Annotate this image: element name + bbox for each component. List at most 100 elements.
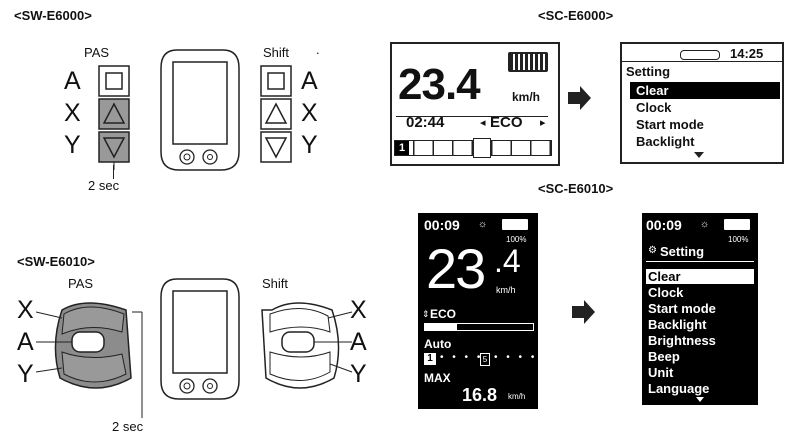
battery-icon — [680, 50, 720, 60]
menu-selection-highlight — [630, 82, 780, 99]
menu-item-backlight[interactable]: Backlight — [636, 134, 695, 149]
shift-y-button[interactable] — [269, 351, 331, 382]
battery-percent: 100% — [728, 235, 749, 244]
gear-dots-right: • • • • — [494, 352, 538, 363]
pas-y-button[interactable] — [61, 351, 127, 383]
sw-e6000-dot: . — [316, 42, 320, 57]
menu-title: Setting — [626, 64, 671, 79]
sw-e6010-pas-label: PAS — [68, 276, 94, 291]
sw-e6000-shift-switch — [260, 65, 292, 163]
arrow-right-icon — [568, 92, 580, 104]
menu-item-backlight[interactable]: Backlight — [648, 317, 707, 332]
sw-e6010-title: <SW-E6010> — [17, 254, 95, 269]
menu-item-brightness[interactable]: Brightness — [648, 333, 716, 348]
menu-item-clock[interactable]: Clock — [648, 285, 684, 300]
battery-icon — [502, 219, 528, 230]
shift-y-button[interactable] — [260, 131, 292, 163]
pas-a-button[interactable] — [71, 331, 105, 353]
sc-e6000-main-screen: 23.4 km/h 02:44 ◂ ECO ▸ 1 — [390, 42, 560, 166]
sw-e6010-right-y-label: Y — [350, 360, 367, 388]
speed-unit: km/h — [512, 90, 541, 104]
sw-e6000-left-a-label: A — [64, 67, 81, 95]
sw-e6000-left-x-label: X — [64, 99, 81, 127]
display-unit-e6010 — [160, 278, 240, 400]
max-speed-unit: km/h — [508, 392, 526, 401]
gear-indicator: 1 — [395, 141, 409, 155]
pas-a-button[interactable] — [98, 65, 130, 97]
shift-a-button[interactable] — [281, 331, 315, 353]
display-screen-outline — [172, 61, 228, 145]
light-icon: ☼ — [478, 219, 488, 230]
display-screen-outline — [172, 290, 228, 374]
menu-item-unit[interactable]: Unit — [648, 365, 674, 380]
battery-icon — [724, 219, 750, 230]
menu-item-clear[interactable]: Clear — [636, 83, 669, 98]
power-button-icon[interactable] — [179, 149, 195, 165]
triangle-down-icon — [264, 137, 288, 159]
assist-level-fill — [425, 324, 458, 330]
arrow-right-icon — [572, 306, 584, 318]
sc-e6010-title: <SC-E6010> — [538, 181, 614, 196]
sw-e6000-left-y-label: Y — [64, 131, 81, 159]
scroll-down-icon[interactable] — [694, 152, 704, 158]
pas-x-button[interactable] — [98, 98, 130, 130]
shift-x-button[interactable] — [269, 308, 331, 333]
triangle-down-icon — [102, 137, 126, 159]
menu-item-clock[interactable]: Clock — [636, 100, 672, 115]
scroll-down-icon[interactable] — [696, 397, 704, 402]
gear-cursor — [473, 138, 491, 158]
shift-a-button[interactable] — [260, 65, 292, 97]
light-icon: ☼ — [700, 219, 710, 230]
mode-updown-icon: ⇕ — [422, 309, 430, 319]
assist-level-bar — [424, 323, 534, 331]
menu-item-start-mode[interactable]: Start mode — [636, 117, 704, 132]
mode-right-arrow-icon[interactable]: ▸ — [540, 117, 546, 129]
clock-time: 00:09 — [646, 217, 682, 233]
divider — [396, 116, 548, 117]
menu-item-beep[interactable]: Beep — [648, 349, 680, 364]
speed-value: 23.4 — [398, 60, 481, 109]
speed-unit: km/h — [496, 285, 516, 295]
sw-e6010-left-y-label: Y — [17, 360, 34, 388]
shift-auto-label: Auto — [424, 337, 452, 351]
sw-e6010-right-a-label: A — [350, 328, 367, 356]
sw-e6000-shift-label: Shift — [263, 45, 290, 60]
sw-e6010-two-sec: 2 sec — [112, 419, 144, 434]
sw-e6010-right-x-label: X — [350, 296, 367, 324]
max-speed-value: 16.8 — [462, 385, 498, 405]
menu-selection-highlight — [646, 269, 754, 284]
shift-x-button[interactable] — [260, 98, 292, 130]
menu-item-language[interactable]: Language — [648, 381, 710, 396]
sc-e6010-setting-screen: 00:09 ☼ 100% ⚙ Setting Clear Clock Start… — [642, 213, 758, 405]
max-label: MAX — [424, 371, 451, 385]
light-button-icon[interactable] — [202, 149, 218, 165]
light-button-icon[interactable] — [202, 378, 218, 394]
speed-integer: 23 — [426, 237, 486, 300]
sw-e6000-pas-switch — [98, 65, 130, 170]
mode-left-arrow-icon[interactable]: ◂ — [480, 117, 486, 129]
clock-time: 00:09 — [424, 217, 460, 233]
sw-e6000-right-y-label: Y — [301, 131, 318, 159]
square-icon — [267, 72, 285, 90]
sw-e6010-left-a-label: A — [17, 328, 34, 356]
sw-e6000-two-sec: 2 sec — [88, 178, 120, 193]
pas-y-button[interactable] — [98, 131, 130, 163]
sw-e6000-right-a-label: A — [301, 67, 318, 95]
triangle-up-icon — [264, 102, 288, 124]
trip-time: 02:44 — [406, 114, 445, 131]
divider — [622, 61, 782, 62]
pas-x-button[interactable] — [61, 306, 125, 335]
battery-percent: 100% — [506, 235, 527, 244]
arrow-right-head — [584, 300, 595, 324]
gear-icon: ⚙ — [648, 245, 657, 256]
sw-e6010-pas-switch — [36, 302, 143, 418]
gear-dots-left: • • • • — [440, 352, 484, 363]
sc-e6010-main-screen: 00:09 ☼ 100% 23 .4 km/h ⇕ ECO Auto 1 • •… — [418, 213, 538, 409]
assist-mode: ECO — [490, 114, 523, 131]
menu-item-start-mode[interactable]: Start mode — [648, 301, 716, 316]
menu-item-clear[interactable]: Clear — [648, 269, 681, 284]
power-button-icon[interactable] — [179, 378, 195, 394]
gear-indicator: 1 — [424, 353, 436, 365]
triangle-up-icon — [102, 102, 126, 124]
menu-clock: 14:25 — [730, 46, 764, 61]
